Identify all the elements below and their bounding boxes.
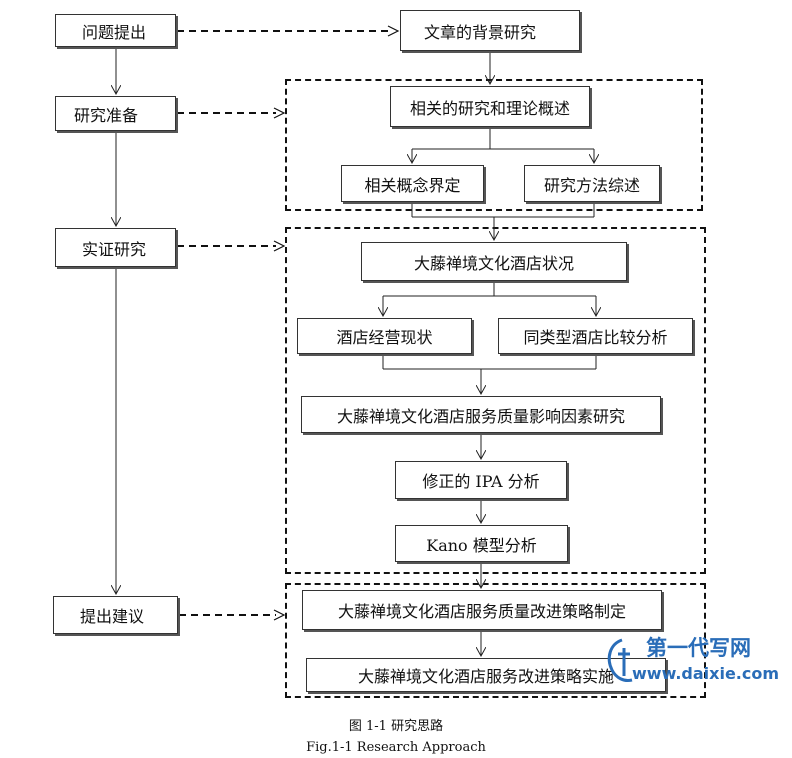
watermark-name: 第一代写网 (646, 636, 751, 660)
watermark-emblem-icon (607, 638, 633, 682)
dash-arrowhead-s4 (273, 609, 286, 621)
background-research-box: 文章的背景研究 (400, 10, 580, 51)
watermark-logo: 第一代写网 www.daixie.com (602, 632, 782, 692)
hotel-status-box: 大藤禅境文化酒店状况 (361, 242, 627, 281)
dash-arrowhead-s2 (273, 107, 286, 119)
stage-problem-box: 问题提出 (55, 14, 176, 47)
stage-empirical-box: 实证研究 (55, 228, 176, 267)
group-empirical-frame (285, 227, 706, 574)
dash-arrowhead-s3 (273, 240, 286, 252)
strategy-implementation-box: 大藤禅境文化酒店服务改进策略实施 (306, 658, 666, 692)
hotel-operation-box: 酒店经营现状 (297, 318, 472, 354)
dash-arrowhead-s1 (387, 25, 400, 37)
hotel-compare-box: 同类型酒店比较分析 (498, 318, 693, 354)
watermark-url: www.daixie.com (632, 664, 780, 683)
ipa-analysis-box: 修正的 IPA 分析 (395, 461, 567, 499)
related-review-box: 相关的研究和理论概述 (390, 86, 590, 127)
concepts-box: 相关概念界定 (341, 165, 484, 202)
methods-box: 研究方法综述 (524, 165, 660, 202)
quality-factors-box: 大藤禅境文化酒店服务质量影响因素研究 (301, 396, 661, 433)
improvement-strategy-box: 大藤禅境文化酒店服务质量改进策略制定 (302, 590, 662, 630)
caption-cn: 图 1-1 研究思路 (348, 719, 444, 734)
group-suggestion-frame (285, 583, 706, 698)
kano-analysis-box: Kano 模型分析 (395, 525, 568, 562)
stage-preparation-box: 研究准备 (55, 96, 176, 131)
caption-en: Fig.1-1 Research Approach (306, 740, 486, 755)
stage-suggestion-box: 提出建议 (53, 596, 178, 634)
